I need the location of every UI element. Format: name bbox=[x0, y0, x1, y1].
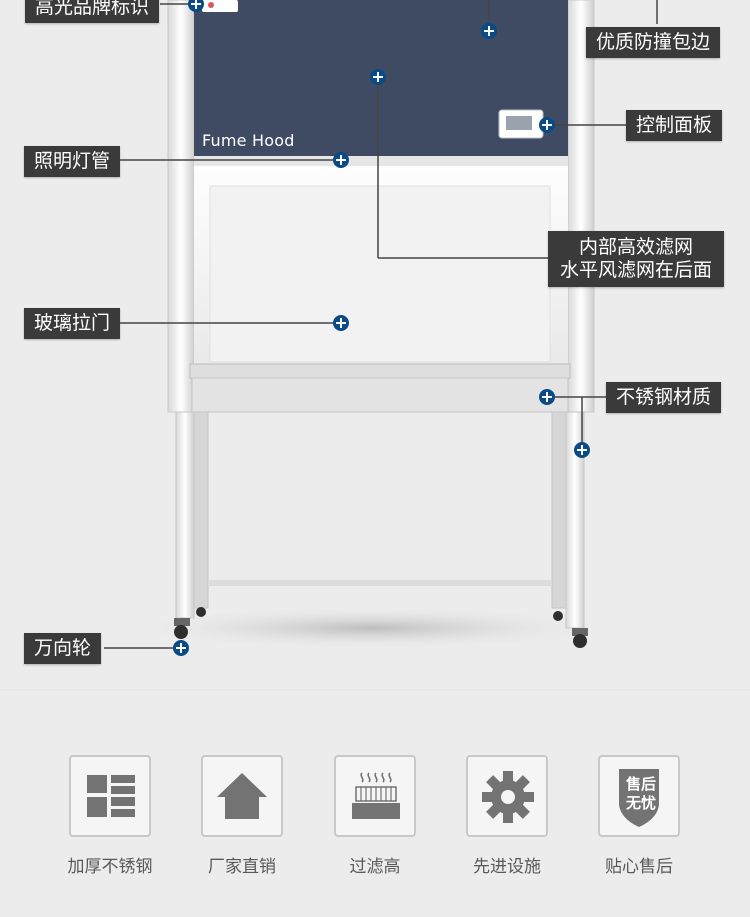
grid-blocks-icon bbox=[87, 775, 135, 817]
front-left-leg bbox=[175, 411, 195, 619]
feature-label-after-sales: 贴心售后 bbox=[605, 857, 673, 877]
badge-text-line1: 售后 bbox=[625, 775, 656, 793]
plus-marker-steel bbox=[539, 389, 555, 405]
callout-filter-line1: 内部高效滤网 bbox=[579, 236, 694, 258]
callout-bumper: 优质防撞包边 bbox=[586, 27, 721, 58]
marker-group bbox=[173, 0, 590, 656]
shield-badge-icon bbox=[619, 769, 659, 827]
feature-thick-steel bbox=[69, 755, 151, 837]
plus-marker-light bbox=[333, 152, 349, 168]
plus-marker-top bbox=[481, 23, 497, 39]
plus-marker-glass bbox=[333, 315, 349, 331]
caster-mount-right bbox=[572, 628, 588, 636]
right-side-frame bbox=[567, 0, 595, 413]
light-bar bbox=[194, 156, 568, 166]
plus-marker-caster bbox=[173, 640, 189, 656]
cross-bar bbox=[208, 580, 552, 586]
caster-mount-left bbox=[174, 618, 190, 626]
house-icon bbox=[217, 773, 267, 819]
callout-brand-logo: 高光品牌标识 bbox=[25, 0, 160, 23]
feature-label-high-filtration: 过滤高 bbox=[349, 857, 401, 877]
work-surface-edge bbox=[189, 363, 571, 379]
callout-stainless: 不锈钢材质 bbox=[606, 382, 722, 413]
floor-shadow bbox=[120, 606, 620, 650]
caster-left bbox=[174, 625, 188, 639]
caster-rear-right bbox=[553, 611, 563, 621]
caster-right bbox=[573, 634, 587, 648]
brand-logo-chip bbox=[202, 0, 238, 12]
rear-right-leg bbox=[551, 411, 567, 609]
cabinet-brand-text: Fume Hood bbox=[202, 131, 295, 150]
plus-marker-brand bbox=[188, 0, 204, 12]
plus-marker-leg bbox=[574, 442, 590, 458]
work-surface-front bbox=[191, 377, 569, 413]
plus-marker-filter bbox=[370, 69, 386, 85]
callout-filter: 内部高效滤网 水平风滤网在后面 bbox=[548, 231, 725, 287]
brand-logo-dot bbox=[208, 2, 214, 8]
rear-left-leg bbox=[193, 411, 209, 609]
callout-casters: 万向轮 bbox=[24, 633, 102, 664]
callout-lighting: 照明灯管 bbox=[24, 146, 121, 177]
badge-text-line2: 无忧 bbox=[625, 794, 656, 812]
gear-icon bbox=[482, 771, 534, 823]
feature-after-sales: 售后 无忧 bbox=[598, 755, 680, 837]
inner-filter-area bbox=[209, 185, 551, 363]
feature-factory-direct bbox=[201, 755, 283, 837]
leader-lines bbox=[104, 0, 658, 649]
feature-label-factory-direct: 厂家直销 bbox=[208, 857, 276, 877]
caster-rear-left bbox=[196, 607, 206, 617]
feature-advanced-facility bbox=[466, 755, 548, 837]
left-side-frame bbox=[167, 0, 195, 413]
feature-high-filtration bbox=[334, 755, 416, 837]
control-panel-screen bbox=[506, 116, 532, 130]
callout-glass-door: 玻璃拉门 bbox=[24, 308, 121, 339]
filter-heat-icon bbox=[352, 772, 400, 819]
callout-control-panel: 控制面板 bbox=[626, 110, 723, 141]
feature-label-thick-steel: 加厚不锈钢 bbox=[67, 857, 153, 877]
plus-marker-control bbox=[539, 117, 555, 133]
callout-filter-line2: 水平风滤网在后面 bbox=[560, 258, 713, 281]
feature-label-advanced-facility: 先进设施 bbox=[473, 857, 541, 877]
